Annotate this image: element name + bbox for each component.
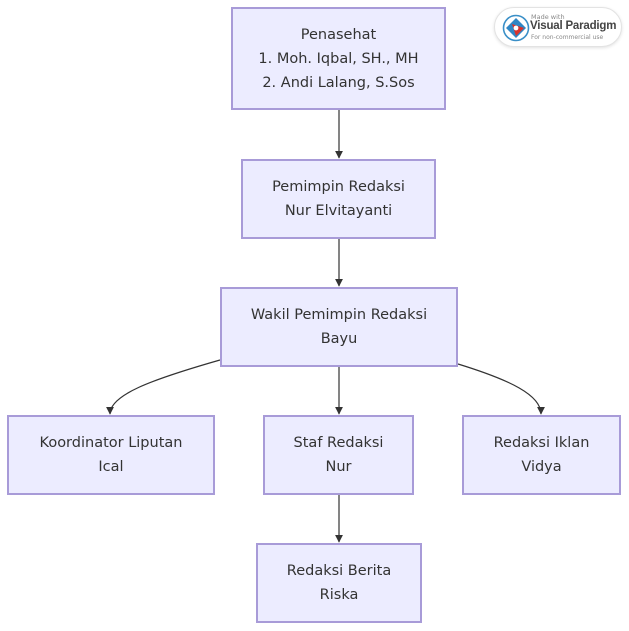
node-title: Koordinator Liputan [39, 435, 183, 451]
node-advisor-1: 1. Moh. Iqbal, SH., MH [258, 50, 419, 67]
visual-paradigm-logo-icon [502, 14, 530, 42]
node-title: Staf Redaksi [293, 435, 384, 451]
node-title: Pemimpin Redaksi [272, 179, 405, 195]
node-advisor-2: 2. Andi Lalang, S.Sos [262, 74, 415, 91]
edge-wakil-to-redaksi-iklan [457, 363, 545, 415]
visual-paradigm-badge[interactable]: Made with Visual Paradigm For non-commer… [494, 7, 622, 47]
node-title: Redaksi Iklan [493, 435, 590, 451]
node-person: Riska [319, 587, 359, 603]
node-koordinator-liputan: Koordinator Liputan Ical [7, 415, 215, 495]
node-penasehat: Penasehat 1. Moh. Iqbal, SH., MH 2. Andi… [231, 7, 446, 110]
node-wakil-pemimpin-redaksi: Wakil Pemimpin Redaksi Bayu [220, 287, 458, 367]
node-title: Redaksi Berita [286, 563, 392, 579]
edge-wakil-to-koordinator-liputan [106, 359, 221, 415]
node-redaksi-berita: Redaksi Berita Riska [256, 543, 422, 623]
badge-note: For non-commercial use [531, 34, 604, 41]
node-person: Nur Elvitayanti [284, 203, 393, 219]
node-person: Bayu [320, 331, 358, 347]
badge-brand: Visual Paradigm [530, 20, 617, 32]
node-redaksi-iklan: Redaksi Iklan Vidya [462, 415, 621, 495]
node-staf-redaksi: Staf Redaksi Nur [263, 415, 414, 495]
node-person: Vidya [521, 459, 562, 475]
node-pemimpin-redaksi: Pemimpin Redaksi Nur Elvitayanti [241, 159, 436, 239]
node-title: Wakil Pemimpin Redaksi [250, 307, 428, 323]
node-person: Nur [325, 459, 352, 475]
badge-made-with: Made with [531, 13, 565, 21]
node-person: Ical [98, 459, 124, 475]
node-title: Penasehat [300, 26, 377, 43]
